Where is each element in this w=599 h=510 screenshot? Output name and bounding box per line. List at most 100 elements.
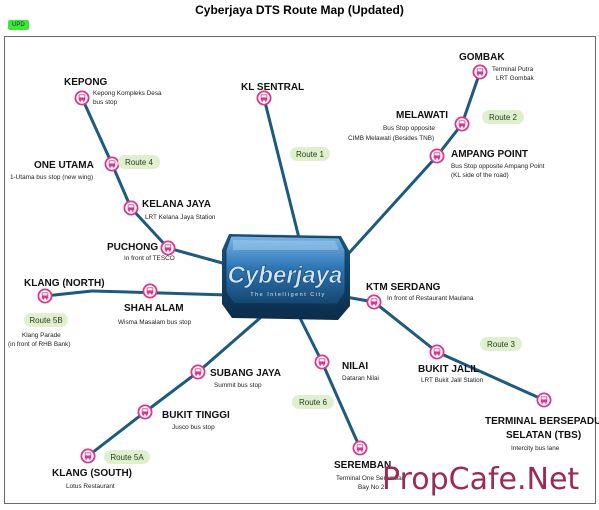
stop-name: BUKIT TINGGI <box>162 410 230 421</box>
line-bukitjalil-tbs <box>435 350 546 402</box>
bus-icon <box>366 294 382 310</box>
cyberjaya-hub: Cyberjaya The Intelligent City <box>222 234 350 320</box>
bus-icon <box>190 364 206 380</box>
watermark: PropCafe.Net <box>382 462 580 497</box>
stop-nilai[interactable]: NILAI Dataran Nilai <box>314 354 379 382</box>
stop-bukit-jalil[interactable]: BUKIT JALIL LRT Bukit Jalil Station <box>418 344 484 384</box>
bus-icon <box>314 354 330 370</box>
stop-shah-alam[interactable]: SHAH ALAM Wisma Masalam bus stop <box>118 283 192 326</box>
stop-desc: (KL side of the road) <box>451 172 509 179</box>
bus-icon <box>37 288 53 304</box>
line-one-utama-kelana <box>110 162 133 210</box>
bus-icon <box>352 440 368 456</box>
line-puchong-hub <box>166 246 228 266</box>
stop-name-line2: SELATAN (TBS) <box>506 430 581 441</box>
line-ampang-hub <box>348 154 439 254</box>
stop-name: AMPANG POINT <box>451 149 528 160</box>
line-shahalam-hub <box>90 289 230 297</box>
stop-name: PUCHONG <box>107 242 158 253</box>
stop-name: SEREMBAN <box>334 460 391 471</box>
stop-desc: In front of Restaurant Maulana <box>387 295 474 302</box>
bus-icon <box>74 90 90 106</box>
updated-badge: UPD <box>8 20 29 30</box>
stop-desc: LRT Kelana Jaya Station <box>145 214 216 221</box>
stop-desc: Terminal Putra <box>492 66 534 73</box>
map-frame <box>4 36 596 504</box>
svg-text:Route 5B: Route 5B <box>29 316 62 325</box>
stop-desc: Wisma Masalam bus stop <box>118 319 192 326</box>
stop-name: MELAWATI <box>396 110 448 121</box>
stop-name: SHAH ALAM <box>124 303 184 314</box>
stop-bukit-tinggi[interactable]: BUKIT TINGGI Jusco bus stop <box>137 404 230 431</box>
stop-desc: (in front of RHB Bank) <box>8 341 71 348</box>
stop-gombak[interactable]: GOMBAK Terminal Putra LRT Gombak <box>459 52 535 82</box>
bus-icon <box>123 200 139 216</box>
stop-desc: Bay No 2 <box>358 484 385 491</box>
svg-text:Route 1: Route 1 <box>296 150 325 159</box>
stop-name: KLANG (SOUTH) <box>52 468 132 479</box>
svg-text:Route 3: Route 3 <box>487 340 516 349</box>
bus-icon <box>429 148 445 164</box>
stop-name: GOMBAK <box>459 52 505 63</box>
line-hub-nilai <box>298 316 324 364</box>
stop-name: KL SENTRAL <box>241 82 304 93</box>
svg-text:Route 5A: Route 5A <box>110 453 144 462</box>
stop-name: KELANA JAYA <box>142 199 211 210</box>
stop-name: TERMINAL BERSEPADU <box>485 416 599 427</box>
stop-ktm-serdang[interactable]: KTM SERDANG In front of Restaurant Maula… <box>366 282 474 310</box>
route-badge-4: Route 4 <box>118 155 160 169</box>
bus-icon <box>104 156 120 172</box>
line-klsentral-hub <box>262 96 302 244</box>
stop-seremban[interactable]: SEREMBAN Terminal One Seremban Bay No 2 <box>334 440 406 491</box>
route-badge-1: Route 1 <box>290 147 330 161</box>
stop-kl-sentral[interactable]: KL SENTRAL <box>241 82 304 106</box>
stop-desc: Dataran Nilai <box>342 375 379 382</box>
stop-desc: Intercity bus lane <box>511 445 560 452</box>
stop-desc: Terminal One Seremban <box>336 475 406 482</box>
line-nilai-seremban <box>320 360 362 450</box>
bus-icon <box>137 404 153 420</box>
route-badge-5b: Route 5B <box>24 313 68 327</box>
stop-melawati[interactable]: MELAWATI Bus Stop opposite CIMB Melawati… <box>348 110 470 142</box>
stop-one-utama[interactable]: ONE UTAMA 1-Utama bus stop (new wing) <box>10 156 120 181</box>
stop-desc: Jusco bus stop <box>172 424 215 431</box>
bus-icon <box>80 448 96 464</box>
line-kepong-one-utama <box>80 96 114 166</box>
stop-name: ONE UTAMA <box>34 160 94 171</box>
route-badge-3: Route 3 <box>480 337 522 351</box>
stop-kelana-jaya[interactable]: KELANA JAYA LRT Kelana Jaya Station <box>123 199 216 221</box>
svg-text:Route 6: Route 6 <box>299 398 328 407</box>
stop-name: KTM SERDANG <box>366 282 441 293</box>
stop-name: BUKIT JALIL <box>418 364 479 375</box>
stop-subang-jaya[interactable]: SUBANG JAYA Summit bus stop <box>190 364 281 389</box>
stop-name: NILAI <box>342 361 368 372</box>
stop-desc: Bus Stop opposite <box>383 125 435 132</box>
stop-tbs[interactable]: TERMINAL BERSEPADU SELATAN (TBS) Interci… <box>485 392 599 452</box>
stop-puchong[interactable]: PUCHONG In front of TESCO <box>107 240 176 262</box>
stop-name: SUBANG JAYA <box>210 368 281 379</box>
route-badge-5a: Route 5A <box>104 450 150 464</box>
bus-icon <box>536 392 552 408</box>
route-badge-2: Route 2 <box>482 110 524 124</box>
hub-name: Cyberjaya <box>228 262 343 289</box>
bus-icon <box>454 116 470 132</box>
page-title: Cyberjaya DTS Route Map (Updated) <box>195 3 404 17</box>
stop-name: KEPONG <box>64 77 108 88</box>
stop-desc: Lotus Restaurant <box>66 483 115 490</box>
stop-ampang-point[interactable]: AMPANG POINT Bus Stop opposite Ampang Po… <box>429 148 545 179</box>
stop-desc: Bus Stop opposite Ampang Point <box>451 163 545 170</box>
stop-desc: CIMB Melawati (Besides TNB) <box>348 135 434 142</box>
stop-desc: 1-Utama bus stop (new wing) <box>10 174 93 181</box>
line-subang-hub <box>196 316 262 374</box>
bus-icon <box>142 283 158 299</box>
bus-icon <box>160 240 176 256</box>
svg-text:Route 4: Route 4 <box>125 158 154 167</box>
bus-icon <box>472 64 488 80</box>
stop-klang-south[interactable]: KLANG (SOUTH) Lotus Restaurant <box>52 448 132 490</box>
stop-kepong[interactable]: KEPONG Kepong Kompleks Desa bus stop <box>64 77 162 106</box>
line-kelana-puchong <box>129 206 170 250</box>
stop-klang-north[interactable]: KLANG (NORTH) Klang Parade (in front of … <box>8 278 105 348</box>
stop-desc: LRT Bukit Jalil Station <box>421 377 484 384</box>
stop-desc: Klang Parade <box>22 332 61 339</box>
stop-desc: LRT Gombak <box>496 75 535 82</box>
